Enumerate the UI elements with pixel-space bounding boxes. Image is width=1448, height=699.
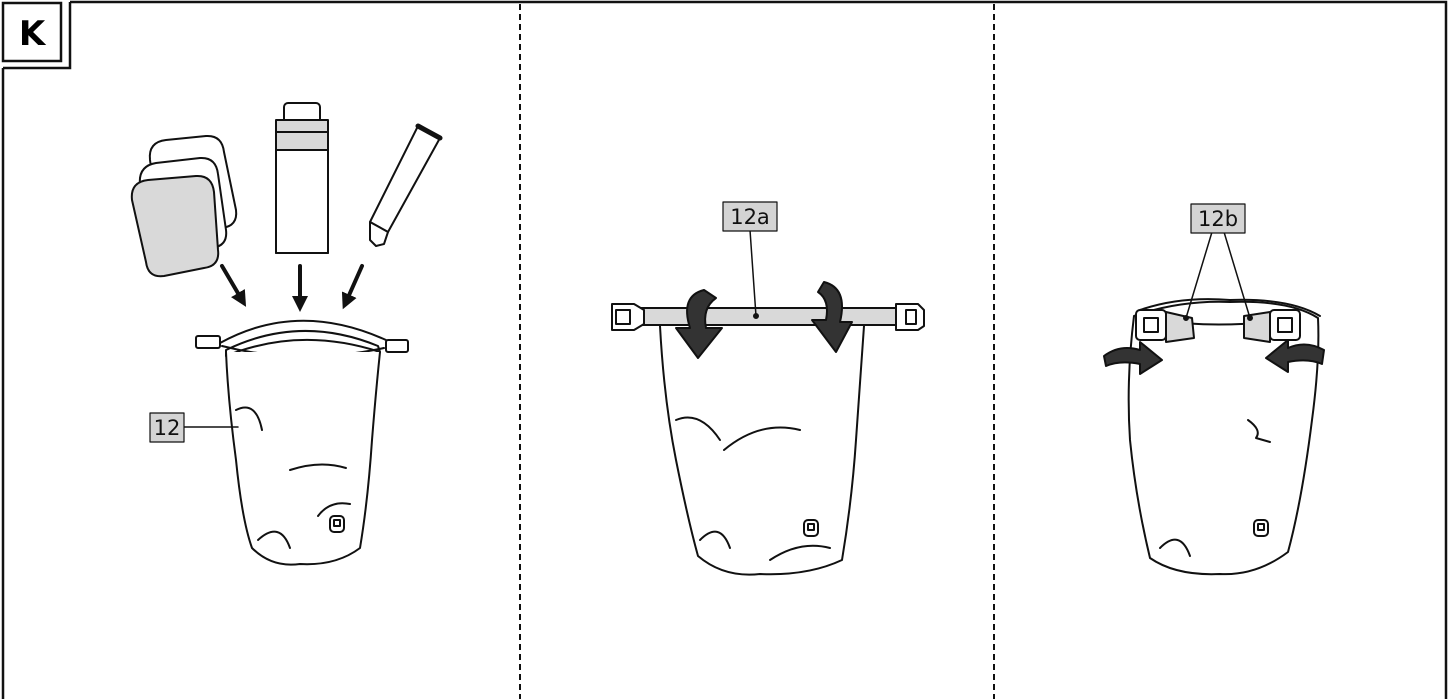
dry-bag-rolled <box>659 325 865 576</box>
section-letter: K <box>19 14 47 54</box>
close-arrows <box>1103 339 1325 375</box>
close-arrow-right <box>1265 339 1325 373</box>
arrow-down-left <box>341 264 364 310</box>
callout-12b-label: 12b <box>1198 207 1238 231</box>
tube-illustration <box>275 102 329 254</box>
pads-illustration <box>130 134 238 278</box>
roll-arrow-right <box>811 281 853 353</box>
callout-12a: 12a <box>722 201 778 319</box>
panel-2: 12a <box>611 201 925 576</box>
glue-tube-illustration <box>369 123 443 247</box>
panel-1: 12 <box>130 102 443 566</box>
callout-12: 12 <box>149 412 239 443</box>
dry-bag-12 <box>195 319 409 566</box>
callout-12a-label: 12a <box>730 205 770 229</box>
section-label: K <box>1 1 72 70</box>
panel-dividers <box>519 4 995 699</box>
callout-12-label: 12 <box>154 416 181 440</box>
callout-12b: 12b <box>1183 203 1253 321</box>
panel-3: 12b <box>1103 203 1325 576</box>
roll-arrow-left <box>675 289 723 359</box>
arrow-down-right <box>220 264 247 307</box>
insert-arrows <box>220 264 364 312</box>
close-arrow-left <box>1103 341 1163 375</box>
roll-arrows <box>675 281 853 359</box>
